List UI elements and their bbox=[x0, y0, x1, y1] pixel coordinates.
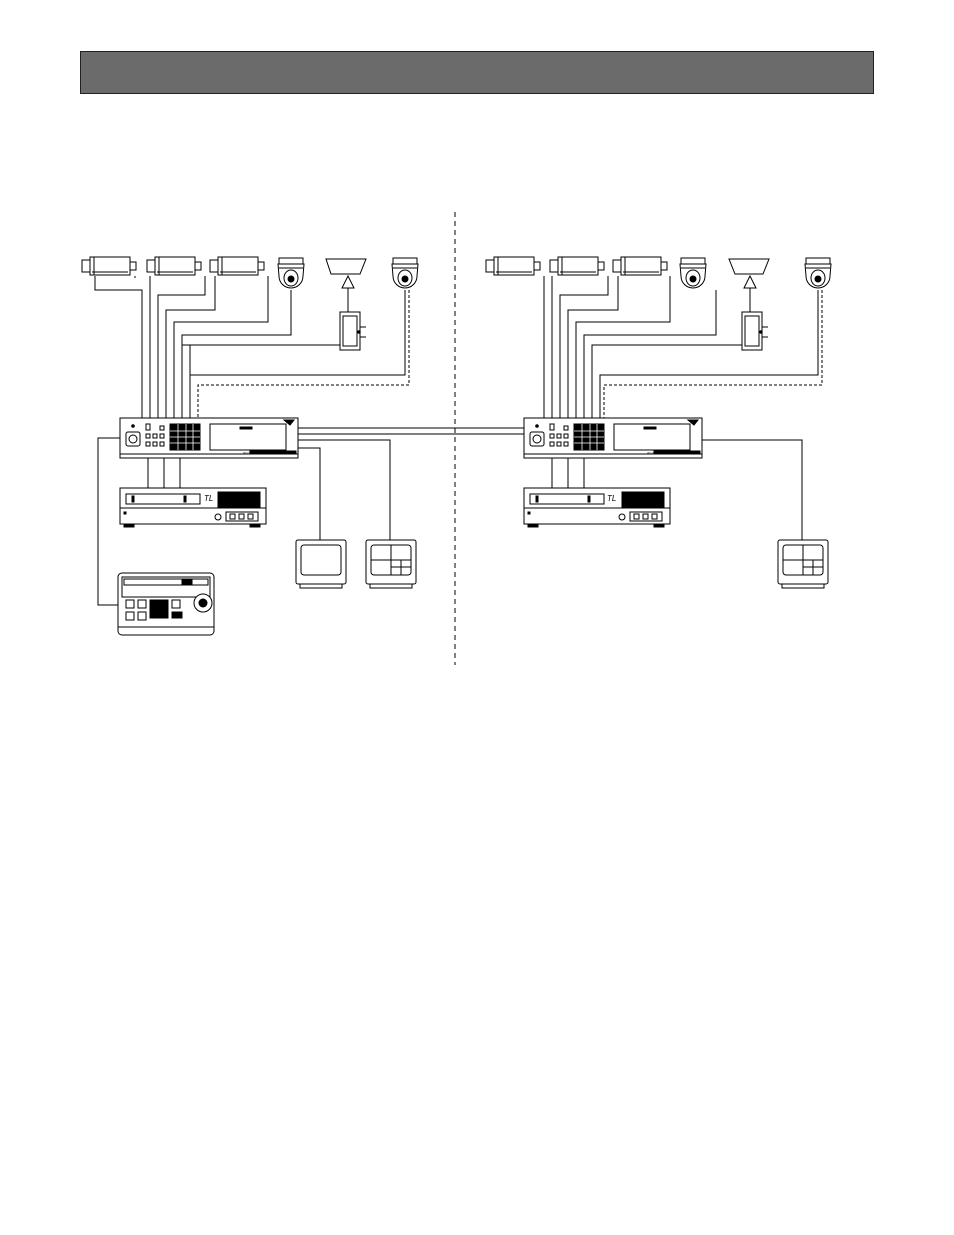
box-camera-5-icon bbox=[550, 257, 604, 275]
left-vcr-label: TL bbox=[204, 494, 213, 503]
right-switcher-unit bbox=[524, 418, 702, 458]
svg-text:WJ-SX 150A: WJ-SX 150A bbox=[647, 451, 664, 455]
dome-camera-3-icon bbox=[680, 258, 706, 288]
left-monitor-2-icon bbox=[366, 540, 416, 588]
dome-camera-4-icon bbox=[805, 258, 831, 288]
box-camera-1-icon bbox=[82, 257, 136, 275]
dome-camera-1-icon bbox=[278, 258, 304, 288]
dome-camera-2-icon bbox=[392, 258, 418, 288]
box-camera-6-icon bbox=[613, 257, 667, 275]
receiver-icon bbox=[340, 312, 366, 350]
box-camera-4-icon bbox=[486, 257, 540, 275]
right-vcr-label: TL bbox=[607, 494, 616, 503]
left-system: WJ-SX 150A TL bbox=[82, 257, 418, 635]
box-camera-2-icon bbox=[147, 257, 201, 275]
box-camera-3-icon bbox=[210, 257, 264, 275]
left-switcher-unit bbox=[120, 418, 298, 458]
antenna-icon bbox=[326, 259, 366, 274]
right-system: WJ-SX 150A TL bbox=[486, 257, 831, 588]
antenna-icon bbox=[729, 259, 769, 274]
svg-text:WJ-SX 150A: WJ-SX 150A bbox=[243, 451, 260, 455]
right-vcr-unit bbox=[524, 488, 670, 527]
left-vcr-unit bbox=[120, 488, 266, 527]
controller-icon bbox=[118, 573, 214, 635]
right-monitor-icon bbox=[778, 540, 828, 588]
left-monitor-1-icon bbox=[296, 540, 346, 588]
receiver-icon bbox=[742, 312, 768, 350]
